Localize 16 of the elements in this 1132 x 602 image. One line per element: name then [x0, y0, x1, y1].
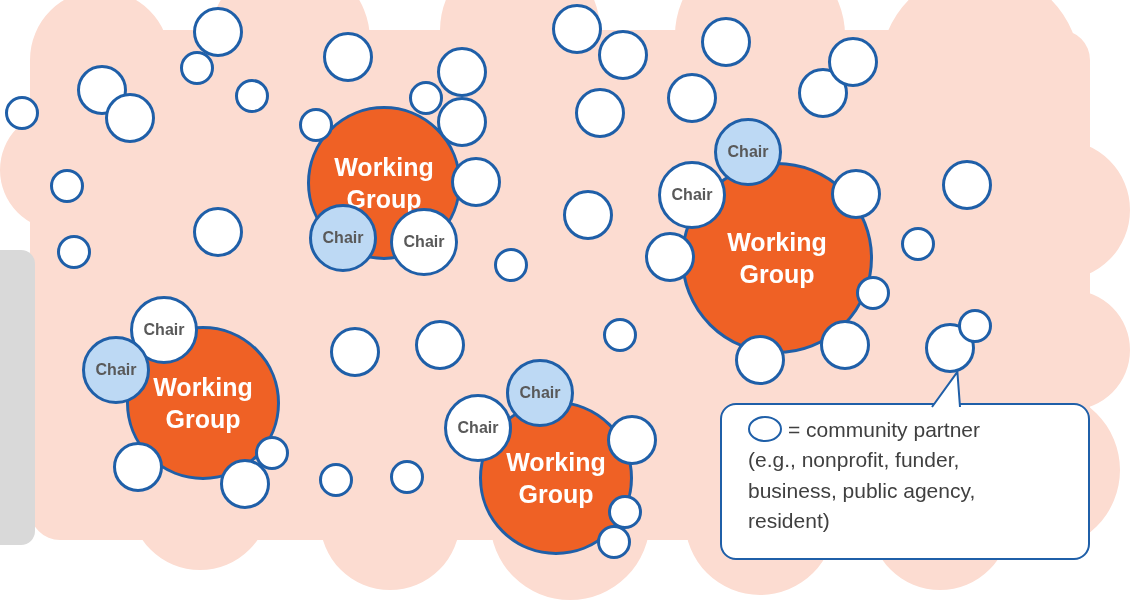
group-label: Working Group — [505, 446, 607, 510]
chair-label: Chair — [671, 186, 713, 204]
chair-label: Chair — [727, 143, 769, 161]
chair-label: Chair — [143, 321, 185, 339]
chair-label: Chair — [403, 233, 445, 251]
group-label: Working Group — [333, 151, 435, 215]
callout-tail — [931, 369, 961, 408]
partner-circle — [5, 96, 39, 130]
callout-text: = community partner (e.g., nonprofit, funder, business, public agency, resident) — [748, 418, 980, 533]
group-label: Working Group — [726, 226, 828, 290]
chair-label: Chair — [322, 229, 364, 247]
chair-label: Chair — [519, 384, 561, 402]
chair-label: Chair — [95, 361, 137, 379]
group-label: Working Group — [152, 371, 254, 435]
callout-bubble — [720, 403, 1090, 560]
chair-label: Chair — [457, 419, 499, 437]
